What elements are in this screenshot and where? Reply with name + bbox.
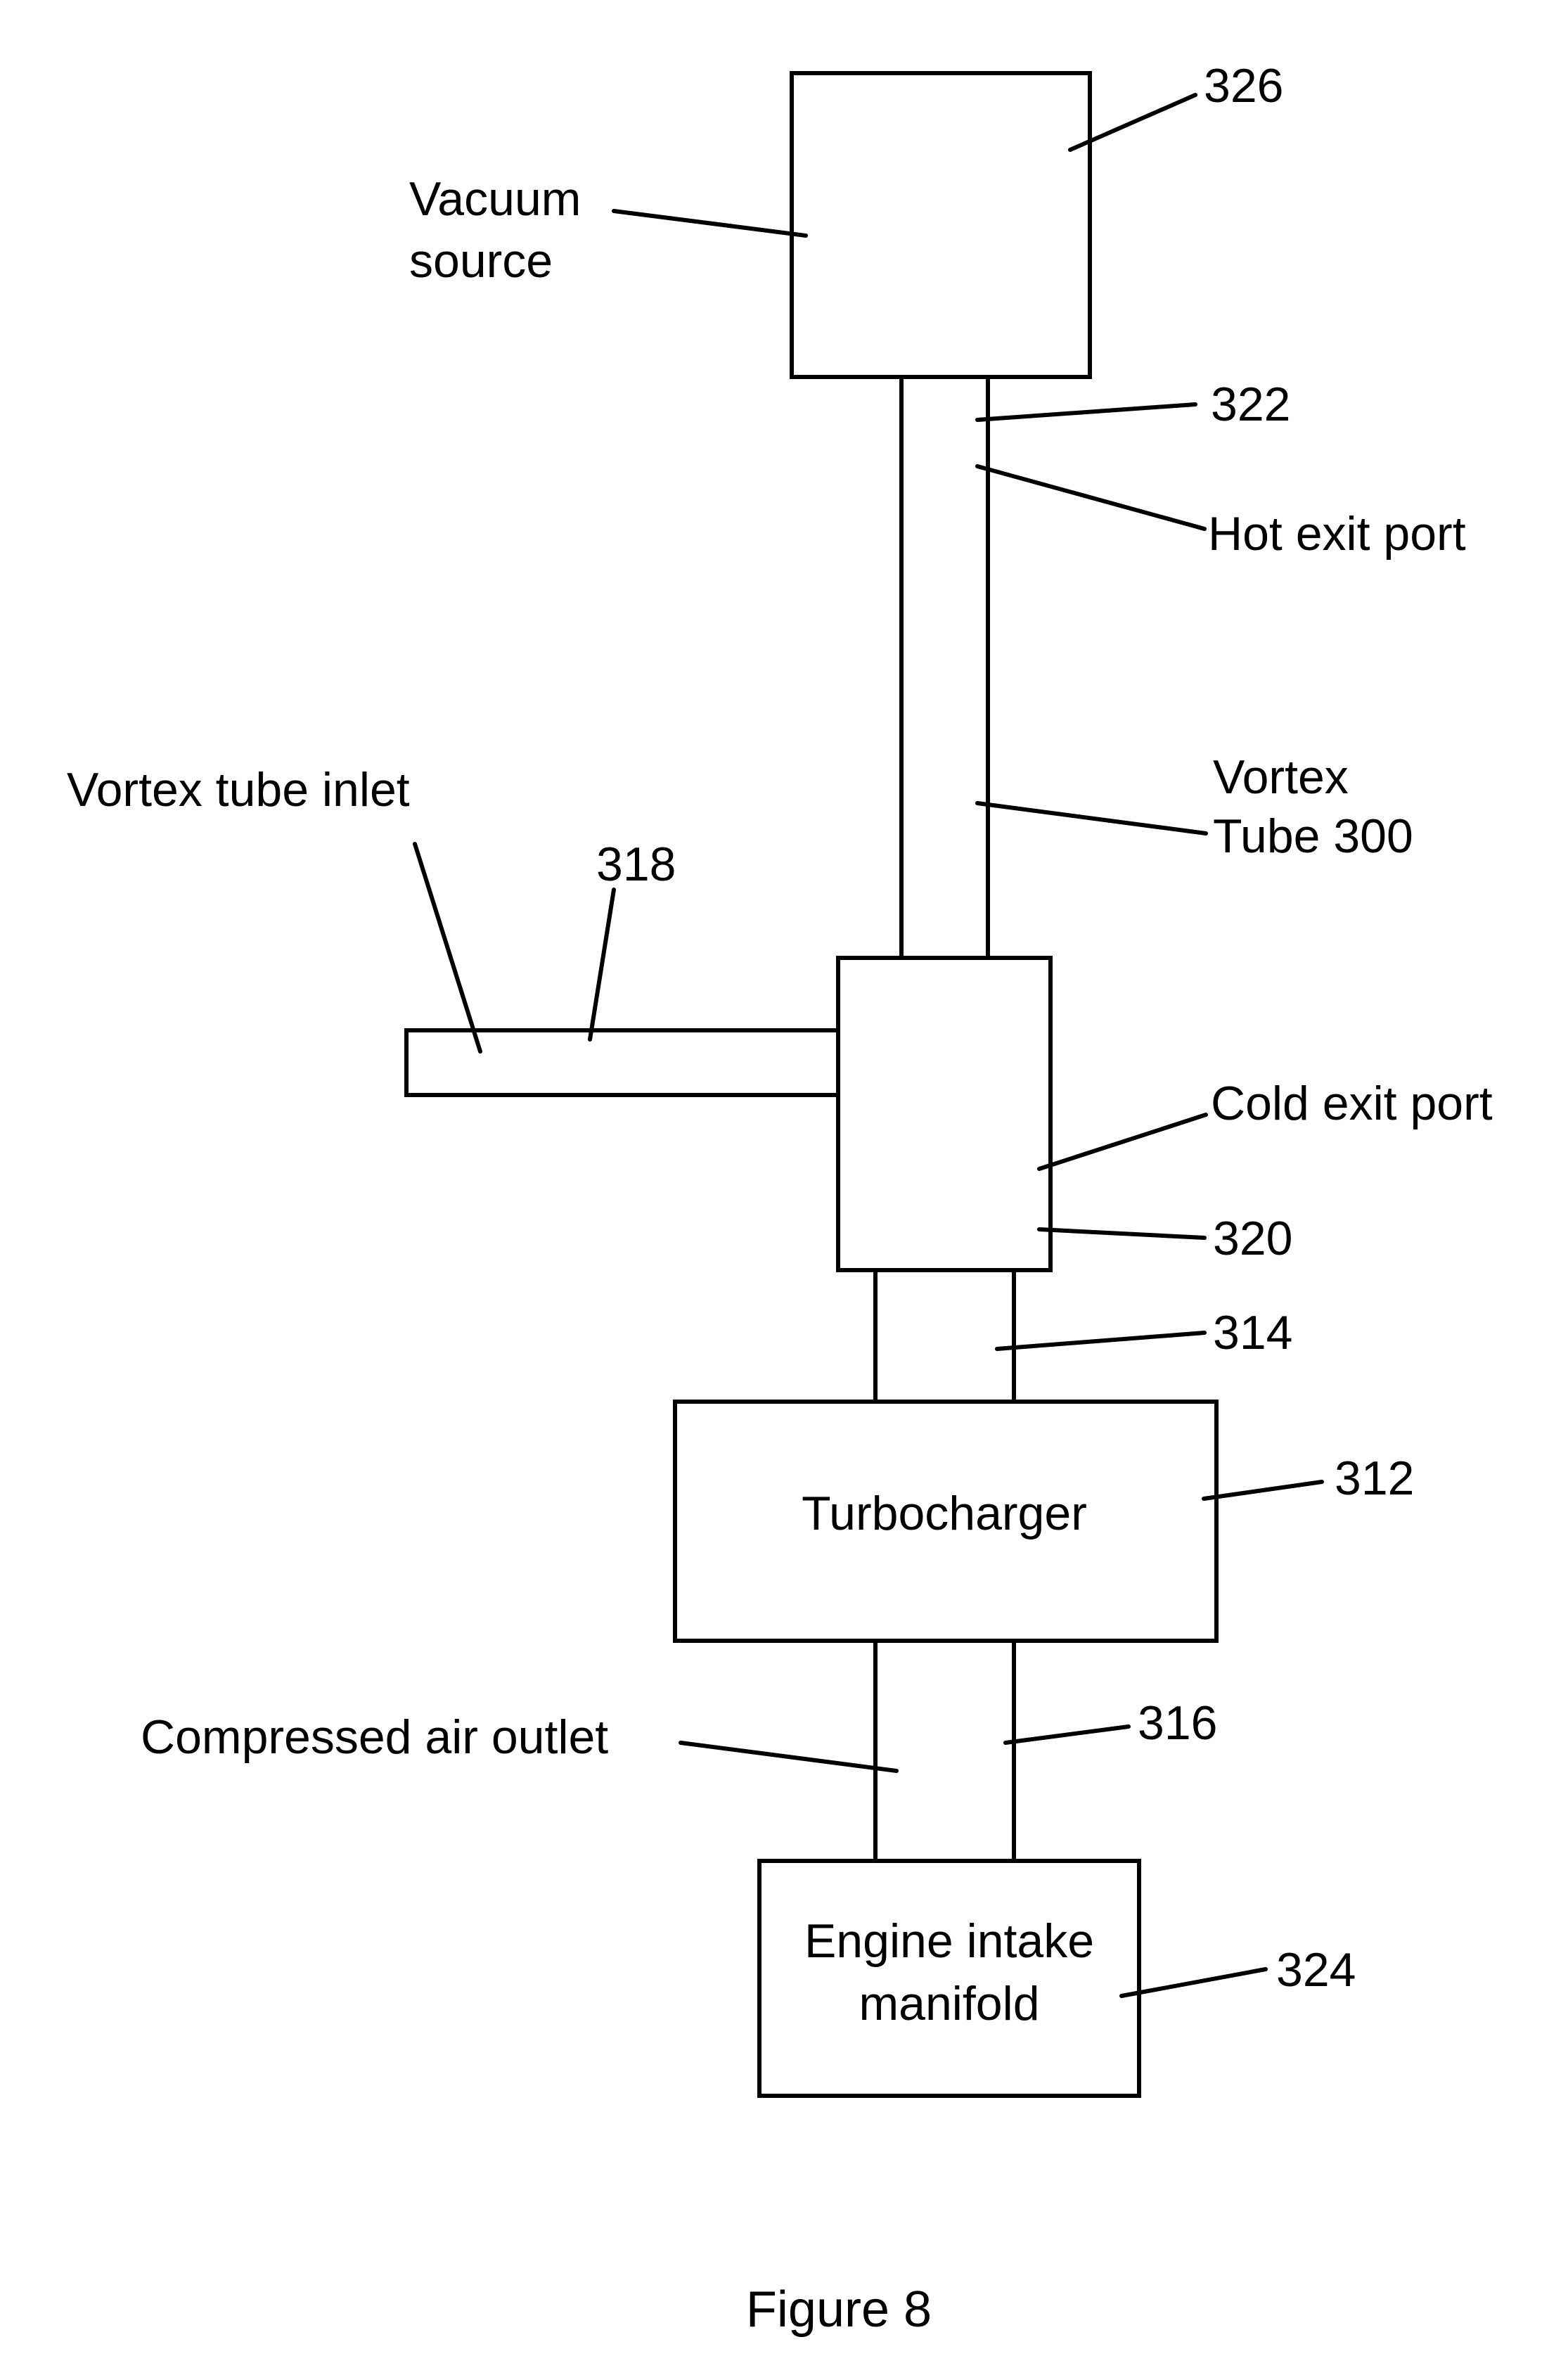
- vacuum-source-box: [792, 73, 1090, 377]
- hot-exit-port-label: Hot exit port: [1208, 507, 1466, 561]
- ref-312: 312: [1335, 1452, 1414, 1505]
- leader-hot-exit-port: [977, 466, 1204, 529]
- ref-316: 316: [1138, 1696, 1217, 1750]
- leader-cold-exit-port: [1039, 1115, 1206, 1169]
- compressed-air-outlet-label: Compressed air outlet: [141, 1710, 608, 1764]
- leader-vortex-tube: [977, 803, 1206, 833]
- ref-314: 314: [1213, 1306, 1292, 1359]
- leader-318: [590, 890, 614, 1039]
- ref-322: 322: [1211, 378, 1290, 431]
- engine-intake-manifold-label-line1: Engine intake: [804, 1914, 1094, 1968]
- vortex-tube-inlet-pipe: [406, 1030, 838, 1095]
- vacuum-source-label-line1: Vacuum: [409, 172, 581, 226]
- cold-exit-port-label: Cold exit port: [1211, 1077, 1493, 1130]
- vortex-tube-label-line2: Tube 300: [1213, 809, 1413, 863]
- engine-intake-manifold-label-line2: manifold: [859, 1977, 1039, 2030]
- ref-324: 324: [1276, 1943, 1356, 1997]
- leader-316: [1005, 1727, 1129, 1743]
- leader-324: [1122, 1969, 1266, 1996]
- vacuum-source-label-line2: source: [409, 234, 553, 288]
- vortex-tube-inlet-label: Vortex tube inlet: [67, 763, 410, 817]
- leader-314: [997, 1333, 1204, 1349]
- ref-320: 320: [1213, 1212, 1292, 1265]
- leader-320: [1039, 1229, 1204, 1238]
- leader-vacuum-source: [614, 211, 806, 236]
- turbocharger-label: Turbocharger: [802, 1487, 1087, 1540]
- cold-exit-housing: [838, 958, 1050, 1270]
- figure-caption: Figure 8: [746, 2281, 932, 2338]
- ref-326: 326: [1204, 59, 1283, 113]
- leader-vortex-tube-inlet: [415, 844, 480, 1051]
- leader-compressed-air-outlet: [681, 1743, 897, 1771]
- ref-318: 318: [596, 838, 676, 891]
- leader-322: [977, 404, 1195, 420]
- vortex-tube-label-line1: Vortex: [1213, 750, 1349, 804]
- leader-312: [1204, 1482, 1322, 1499]
